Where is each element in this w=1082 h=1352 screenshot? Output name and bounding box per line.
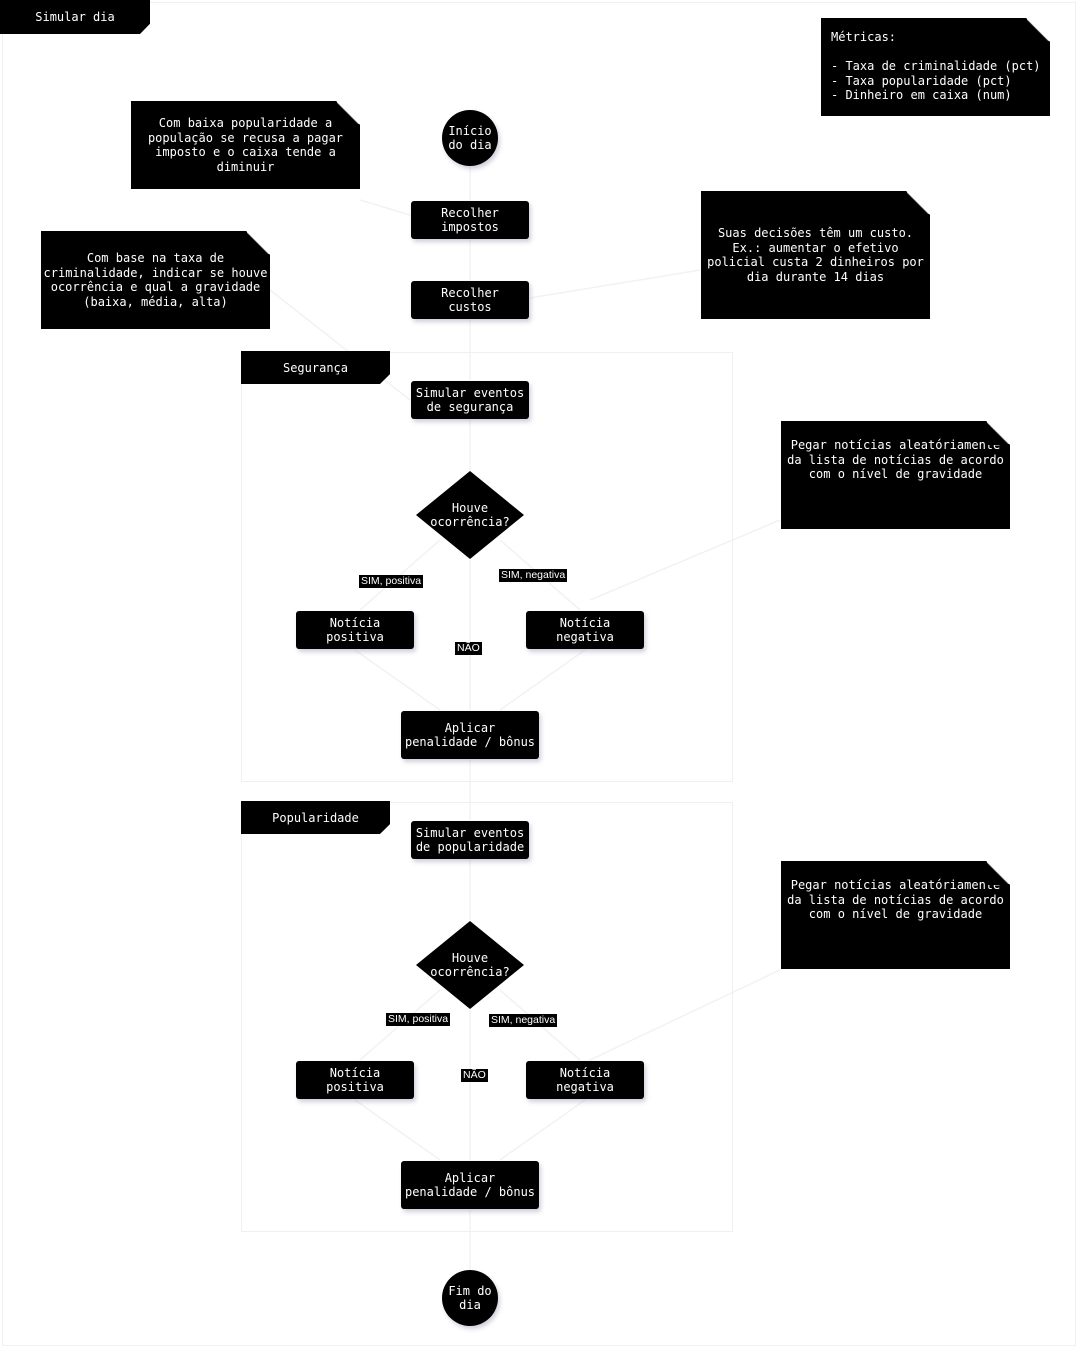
security-edge-negative-label: SIM, negativa <box>499 569 568 582</box>
popularity-news-note: Pegar notícias aleatóriamente da lista d… <box>781 861 1010 969</box>
security-decision-label: Houve ocorrência? <box>430 501 510 529</box>
edge-note-sec-news <box>589 519 781 601</box>
security-apply-node: Aplicar penalidade / bônus <box>401 711 539 759</box>
popularity-edge-negative-label: SIM, negativa <box>489 1014 558 1027</box>
criminality-note: Com base na taxa de criminalidade, indic… <box>41 231 270 329</box>
security-edge-positive-label: SIM, positiva <box>359 575 424 588</box>
decision-diamond-shape <box>416 921 524 1009</box>
metrics-note: Métricas: - Taxa de criminalidade (pct) … <box>821 18 1050 116</box>
popularity-group-label: Popularidade <box>241 801 390 834</box>
security-positive-news-node: Notícia positiva <box>296 611 414 649</box>
popularity-edge-no-label: NÃO <box>461 1069 488 1082</box>
popularity-news-note-text: Pegar notícias aleatóriamente da lista d… <box>787 878 1004 922</box>
popularity-group <box>241 802 733 1232</box>
security-decision-node: Houve ocorrência? <box>416 471 524 559</box>
popularity-edge-positive-label: SIM, positiva <box>386 1013 451 1026</box>
end-node: Fim do dia <box>442 1270 498 1326</box>
decisions-cost-note-text: Suas decisões têm um custo. Ex.: aumenta… <box>707 226 924 284</box>
criminality-note-text: Com base na taxa de criminalidade, indic… <box>43 251 268 309</box>
metrics-note-text: Métricas: - Taxa de criminalidade (pct) … <box>831 30 1041 102</box>
edge-sec-pos-apply <box>354 649 441 711</box>
collect-costs-node: Recolher custos <box>411 281 529 319</box>
edge-pop-neg-apply <box>499 1099 586 1161</box>
low-popularity-note-text: Com baixa popularidade a população se re… <box>147 116 344 174</box>
edge-note-low-pop <box>359 199 411 216</box>
security-simulate-node: Simular eventos de segurança <box>411 381 529 419</box>
edge-pop-pos-apply <box>354 1099 441 1161</box>
decisions-cost-note: Suas decisões têm um custo. Ex.: aumenta… <box>701 191 930 319</box>
edge-note-cost <box>529 269 701 299</box>
popularity-decision-label: Houve ocorrência? <box>430 951 510 979</box>
popularity-apply-node: Aplicar penalidade / bônus <box>401 1161 539 1209</box>
security-news-note-text: Pegar notícias aleatóriamente da lista d… <box>787 438 1004 482</box>
edge-note-pop-news <box>589 969 781 1061</box>
popularity-positive-news-node: Notícia positiva <box>296 1061 414 1099</box>
popularity-simulate-node: Simular eventos de popularidade <box>411 821 529 859</box>
popularity-decision-node: Houve ocorrência? <box>416 921 524 1009</box>
security-group <box>241 352 733 782</box>
security-group-label: Segurança <box>241 351 390 384</box>
edge-sec-neg-apply <box>499 649 586 711</box>
edge-note-criminality <box>269 289 411 401</box>
decision-diamond-shape <box>416 471 524 559</box>
security-news-note: Pegar notícias aleatóriamente da lista d… <box>781 421 1010 529</box>
diagram-title-tab: Simular dia <box>0 0 150 34</box>
collect-taxes-node: Recolher impostos <box>411 201 529 239</box>
security-edge-no-label: NÃO <box>455 642 482 655</box>
security-negative-news-node: Notícia negativa <box>526 611 644 649</box>
low-popularity-note: Com baixa popularidade a população se re… <box>131 101 360 189</box>
popularity-negative-news-node: Notícia negativa <box>526 1061 644 1099</box>
start-node: Início do dia <box>442 110 498 166</box>
